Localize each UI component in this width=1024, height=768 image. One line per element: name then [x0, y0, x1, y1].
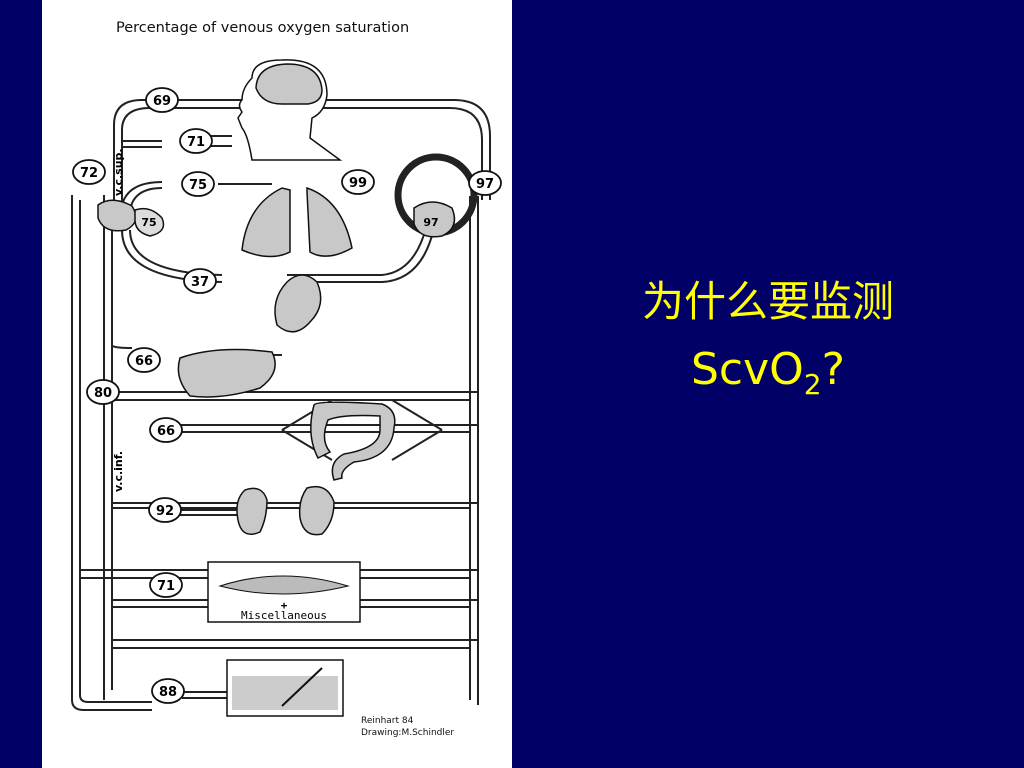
value-heart: 37 — [191, 275, 209, 290]
circulation-diagram: 69 71 72 75 99 97 — [71, 59, 502, 717]
value-lung-out: 99 — [349, 176, 367, 191]
value-kidney: 92 — [156, 504, 174, 519]
bubble-liver: 66 — [127, 347, 161, 373]
bubble-heart: 37 — [183, 268, 217, 294]
bubble-skin: 88 — [151, 678, 185, 704]
heading-scvo: ScvO — [691, 344, 804, 395]
bubble-svc: 72 — [72, 159, 106, 185]
bubble-kidney: 92 — [148, 497, 182, 523]
value-skin: 88 — [159, 685, 177, 700]
slide-heading-line2: ScvO2? — [512, 344, 1024, 401]
value-right-out: 97 — [476, 177, 494, 192]
value-brain: 69 — [153, 94, 171, 109]
heading-question-mark: ? — [821, 344, 845, 395]
bubble-muscle: 71 — [149, 572, 183, 598]
misc-plus: + — [281, 599, 288, 612]
diagram-panel: 69 71 72 75 99 97 — [42, 0, 512, 768]
value-liver: 66 — [135, 354, 153, 369]
bubble-gut: 66 — [149, 417, 183, 443]
value-right-inner: 97 — [423, 216, 438, 229]
label-vc-inf: v.c.inf. — [112, 451, 125, 492]
value-arm-inner: 75 — [141, 216, 156, 229]
value-muscle: 71 — [157, 579, 175, 594]
heading-subscript: 2 — [803, 368, 822, 401]
diagram-title: Percentage of venous oxygen saturation — [116, 20, 410, 36]
misc-label: Miscellaneous — [241, 609, 327, 622]
credit-line1: Reinhart 84 — [361, 716, 414, 726]
value-gut: 66 — [157, 424, 175, 439]
value-ivc: 80 — [94, 386, 112, 401]
bubble-right-out: 97 — [468, 170, 502, 196]
value-arm: 75 — [189, 178, 207, 193]
bubble-lung-out: 99 — [341, 169, 375, 195]
bubble-arm: 75 — [181, 171, 215, 197]
bubble-ivc: 80 — [86, 379, 120, 405]
value-head: 71 — [187, 135, 205, 150]
bubble-brain: 69 — [145, 87, 179, 113]
value-svc: 72 — [80, 166, 98, 181]
credit-line2: Drawing:M.Schindler — [361, 728, 455, 738]
label-vc-sup: v.c.sup. — [112, 148, 125, 196]
slide-heading-line1: 为什么要监测 — [641, 277, 894, 326]
bubble-head: 71 — [179, 128, 213, 154]
